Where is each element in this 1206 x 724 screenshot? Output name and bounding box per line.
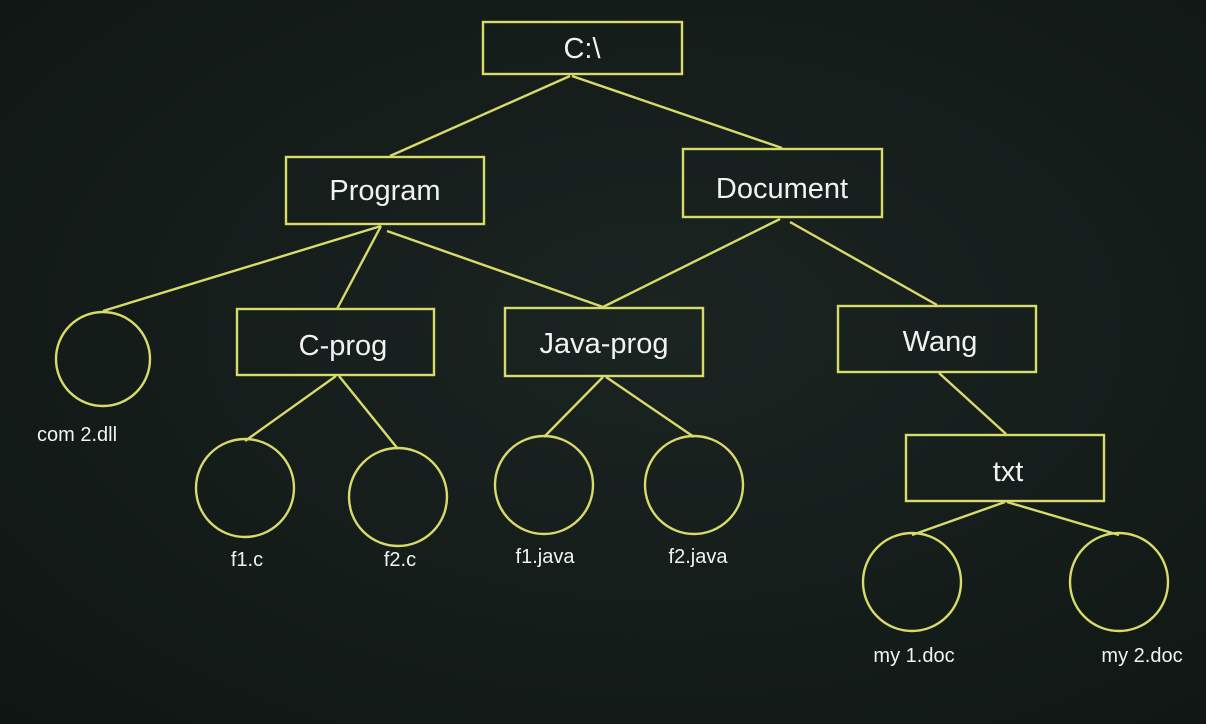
edge-cprog-f1c	[244, 375, 337, 442]
edge-javaprog-f1java	[543, 376, 604, 438]
file-circle-f1java	[493, 434, 595, 536]
file-label-f2java: f2.java	[669, 546, 729, 568]
edge-program-cprog	[335, 225, 383, 310]
tree-edges	[102, 74, 1120, 537]
file-circle-my2doc	[1068, 531, 1170, 633]
dir-box-program	[284, 155, 486, 226]
file-nodes: com 2.dll f1.c f2.c f1.java f2.java my 1…	[37, 310, 1183, 667]
file-label-my1doc: my 1.doc	[873, 645, 954, 667]
file-circle-f1c	[194, 437, 296, 539]
edge-txt-my1doc	[911, 500, 1006, 537]
dir-box-root	[481, 20, 684, 76]
dir-node-wang[interactable]: Wang	[836, 304, 1038, 374]
dir-node-program[interactable]: Program	[284, 155, 486, 226]
edge-document-wang	[789, 220, 938, 307]
file-node-f1c[interactable]: f1.c	[194, 437, 296, 571]
dir-node-java-prog[interactable]: Java-prog	[503, 306, 705, 378]
file-node-f2java[interactable]: f2.java	[643, 434, 745, 568]
edge-program-com2dll	[102, 224, 382, 313]
file-circle-com2dll	[54, 310, 152, 408]
dir-box-wang	[836, 304, 1038, 374]
edge-program-javaprog	[386, 229, 604, 309]
dir-box-c-prog	[235, 307, 436, 377]
edge-javaprog-f2java	[605, 376, 695, 438]
dir-box-document	[681, 147, 884, 219]
dir-box-java-prog	[503, 306, 705, 378]
edge-txt-my2doc	[1006, 500, 1120, 537]
edge-document-javaprog	[602, 217, 781, 309]
file-circle-my1doc	[861, 531, 963, 633]
file-label-f2c: f2.c	[384, 549, 416, 571]
dir-label-document: Document	[716, 173, 848, 205]
file-node-f2c[interactable]: f2.c	[347, 446, 449, 571]
file-node-f1java[interactable]: f1.java	[493, 434, 595, 568]
dir-node-txt[interactable]: txt	[904, 433, 1106, 503]
file-circle-f2java	[643, 434, 745, 536]
file-circle-f2c	[347, 446, 449, 548]
dir-label-java-prog: Java-prog	[540, 328, 669, 360]
file-node-my2doc[interactable]: my 2.doc	[1068, 531, 1183, 667]
dir-label-txt: txt	[993, 456, 1024, 488]
dir-node-c-prog[interactable]: C-prog	[235, 307, 436, 377]
file-label-f1java: f1.java	[516, 546, 576, 568]
dir-node-document[interactable]: Document	[681, 147, 884, 219]
file-node-com2dll[interactable]: com 2.dll	[37, 310, 152, 446]
edge-root-program	[389, 74, 571, 158]
file-node-my1doc[interactable]: my 1.doc	[861, 531, 963, 667]
dir-label-root: C:\	[563, 33, 601, 65]
file-label-com2dll: com 2.dll	[37, 424, 117, 446]
directory-nodes: C:\ Program Document C-prog Java-prog Wa…	[235, 20, 1106, 503]
dir-box-txt	[904, 433, 1106, 503]
edge-cprog-f2c	[338, 375, 399, 450]
dir-label-wang: Wang	[903, 326, 978, 358]
file-label-my2doc: my 2.doc	[1101, 645, 1182, 667]
dir-label-program: Program	[329, 175, 440, 207]
dir-label-c-prog: C-prog	[299, 330, 388, 362]
edge-wang-txt	[938, 372, 1007, 435]
edge-root-document	[571, 74, 783, 150]
dir-node-root[interactable]: C:\	[481, 20, 684, 76]
file-label-f1c: f1.c	[231, 549, 263, 571]
